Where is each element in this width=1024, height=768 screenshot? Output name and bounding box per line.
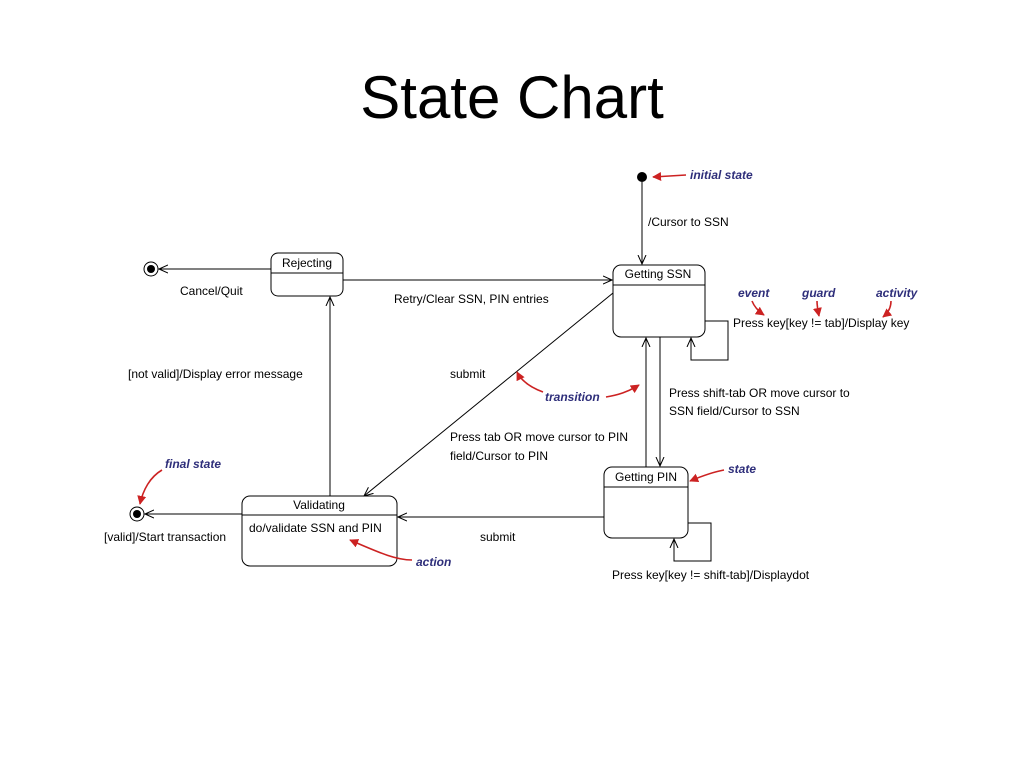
- label-pin-to-ssn-1: Press shift-tab OR move cursor to: [669, 386, 850, 400]
- annotation-arrow-final-state: [137, 469, 163, 505]
- transition-getting-ssn-to-validating: [364, 292, 614, 496]
- label-retry-clear: Retry/Clear SSN, PIN entries: [394, 292, 549, 306]
- label-initial-to-ssn: /Cursor to SSN: [648, 215, 729, 229]
- label-ssn-to-pin-1: Press tab OR move cursor to PIN: [450, 430, 628, 444]
- label-not-valid: [not valid]/Display error message: [128, 367, 303, 381]
- annotation-arrow-state: [689, 469, 725, 483]
- label-ssn-self: Press key[key != tab]/Display key: [733, 316, 909, 330]
- final-state-node-top: [143, 261, 159, 277]
- state-getting-ssn-name: Getting SSN: [625, 267, 692, 281]
- state-validating: Validating do/validate SSN and PIN: [241, 495, 398, 567]
- final-state-node-bottom: [129, 506, 145, 522]
- annotation-transition: transition: [545, 390, 600, 404]
- annotation-arrow-activity: [882, 300, 893, 318]
- annotation-arrow-transition-right: [605, 384, 640, 398]
- annotation-activity: activity: [876, 286, 919, 300]
- label-ssn-to-pin-2: field/Cursor to PIN: [450, 449, 548, 463]
- label-pin-submit: submit: [480, 530, 516, 544]
- annotation-action: action: [416, 555, 451, 569]
- label-pin-to-ssn-2: SSN field/Cursor to SSN: [669, 404, 800, 418]
- state-getting-pin: Getting PIN: [603, 466, 689, 539]
- annotation-final-state: final state: [165, 457, 221, 471]
- state-getting-pin-name: Getting PIN: [615, 470, 677, 484]
- initial-state-node: [637, 172, 647, 182]
- annotation-event: event: [738, 286, 770, 300]
- annotation-arrow-event: [751, 300, 765, 316]
- annotation-arrow-guard: [812, 300, 822, 317]
- state-rejecting: Rejecting: [270, 252, 344, 297]
- state-getting-ssn: Getting SSN: [612, 264, 706, 338]
- annotation-initial-state: initial state: [690, 168, 753, 182]
- annotation-arrow-action: [349, 539, 413, 561]
- annotation-state: state: [728, 462, 756, 476]
- label-cancel-quit: Cancel/Quit: [180, 284, 243, 298]
- label-pin-self: Press key[key != shift-tab]/Displaydot: [612, 568, 810, 582]
- annotation-arrow-transition-left: [516, 371, 544, 393]
- state-validating-activity: do/validate SSN and PIN: [249, 521, 382, 535]
- annotation-arrow-initial-state: [652, 172, 687, 182]
- label-ssn-submit: submit: [450, 367, 486, 381]
- annotation-guard: guard: [801, 286, 836, 300]
- state-rejecting-name: Rejecting: [282, 256, 332, 270]
- label-valid-start: [valid]/Start transaction: [104, 530, 226, 544]
- slide-title: State Chart: [360, 64, 664, 131]
- transition-getting-ssn-self-loop: [691, 320, 729, 361]
- state-validating-name: Validating: [293, 498, 345, 512]
- transition-getting-pin-self-loop: [674, 522, 712, 562]
